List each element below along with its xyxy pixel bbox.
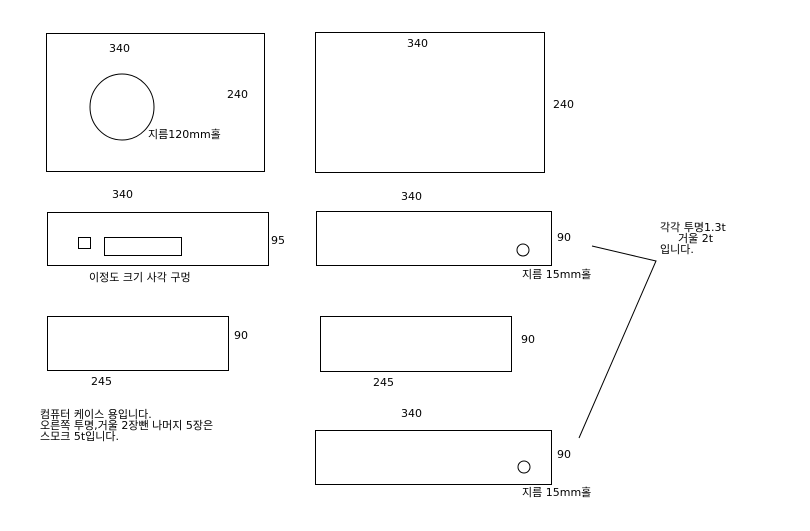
front-panel-height-label: 240: [227, 88, 248, 101]
top-front-panel-width-label: 340: [112, 188, 133, 201]
top-back-panel-width-label: 340: [401, 190, 422, 203]
material-line-3: 입니다.: [660, 243, 694, 256]
top-front-panel-height-label: 95: [271, 234, 285, 247]
top-back-panel-height-label: 90: [557, 231, 571, 244]
rectangular-hole: [104, 237, 182, 256]
material-line-2: 거울 2t: [678, 232, 714, 245]
description-line-1: 컴퓨터 케이스 용입니다.: [40, 408, 152, 421]
back-panel-height-label: 240: [553, 98, 574, 111]
front-panel: [46, 33, 265, 172]
description-line-3: 스모크 5t입니다.: [40, 430, 120, 443]
top-back-panel: [316, 211, 552, 266]
right-side-panel-width-label: 245: [373, 376, 394, 389]
material-line-1: 각각 투명1.3t: [660, 221, 726, 234]
left-side-panel-width-label: 245: [91, 375, 112, 388]
top-back-panel-hole-label: 지름 15mm홀: [522, 268, 592, 281]
bottom-panel-width-label: 340: [401, 407, 422, 420]
back-panel: [315, 32, 545, 173]
back-panel-width-label: 340: [407, 37, 428, 50]
top-front-panel-hole-label: 이정도 크기 사각 구멍: [89, 271, 191, 284]
material-note: 각각 투명1.3t 거울 2t 입니다.: [660, 222, 726, 255]
bottom-panel-hole-label: 지름 15mm홀: [522, 486, 592, 499]
right-side-panel-height-label: 90: [521, 333, 535, 346]
bottom-panel: [315, 430, 552, 485]
left-side-panel-height-label: 90: [234, 329, 248, 342]
front-panel-hole-label: 지름120mm홀: [148, 128, 221, 141]
left-side-panel: [47, 316, 229, 371]
square-hole: [78, 237, 91, 249]
description-line-2: 오른쪽 투명,거울 2장뺀 나머지 5장은: [40, 419, 214, 432]
bottom-panel-height-label: 90: [557, 448, 571, 461]
description-note: 컴퓨터 케이스 용입니다. 오른쪽 투명,거울 2장뺀 나머지 5장은 스모크 …: [40, 409, 213, 442]
front-panel-width-label: 340: [109, 42, 130, 55]
right-side-panel: [320, 316, 512, 372]
